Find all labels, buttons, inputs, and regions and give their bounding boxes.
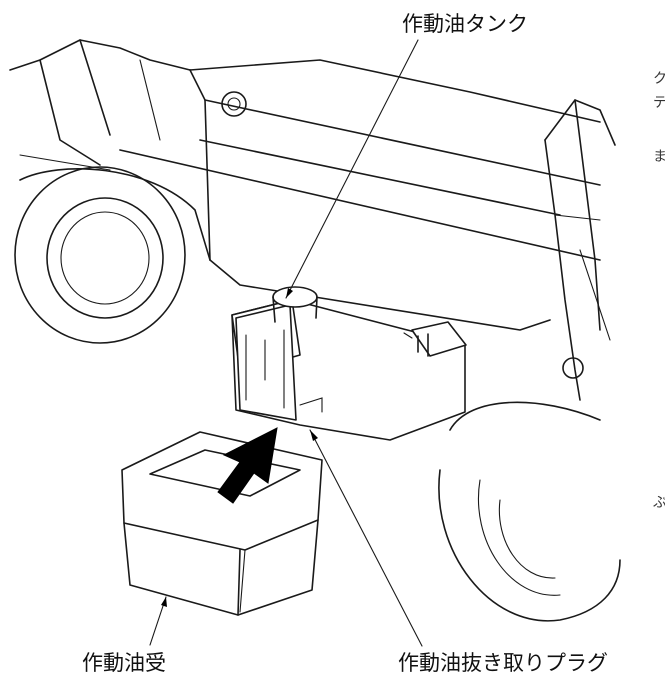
- margin-fragment-1: ク: [653, 71, 665, 87]
- margin-fragment-4: ぶ: [653, 495, 665, 511]
- frame-structure: [544, 99, 616, 401]
- tank-connector: [403, 321, 467, 357]
- rear-wheel: [438, 401, 621, 622]
- drain-pan: [121, 431, 323, 616]
- hydraulic-tank-label: 作動油タンク: [402, 12, 528, 36]
- hydraulic-tank: [231, 286, 466, 441]
- margin-fragment-3: ま: [653, 149, 665, 165]
- drain-pan-label: 作動油受: [82, 651, 166, 675]
- front-left-wheel: [14, 166, 211, 344]
- margin-fragment-2: テ: [653, 95, 665, 111]
- drain-plug-label: 作動油抜き取りプラグ: [398, 651, 608, 675]
- drain-direction-arrow: [217, 427, 278, 504]
- vehicle-body: [9, 39, 601, 331]
- leader-lines: [149, 39, 423, 647]
